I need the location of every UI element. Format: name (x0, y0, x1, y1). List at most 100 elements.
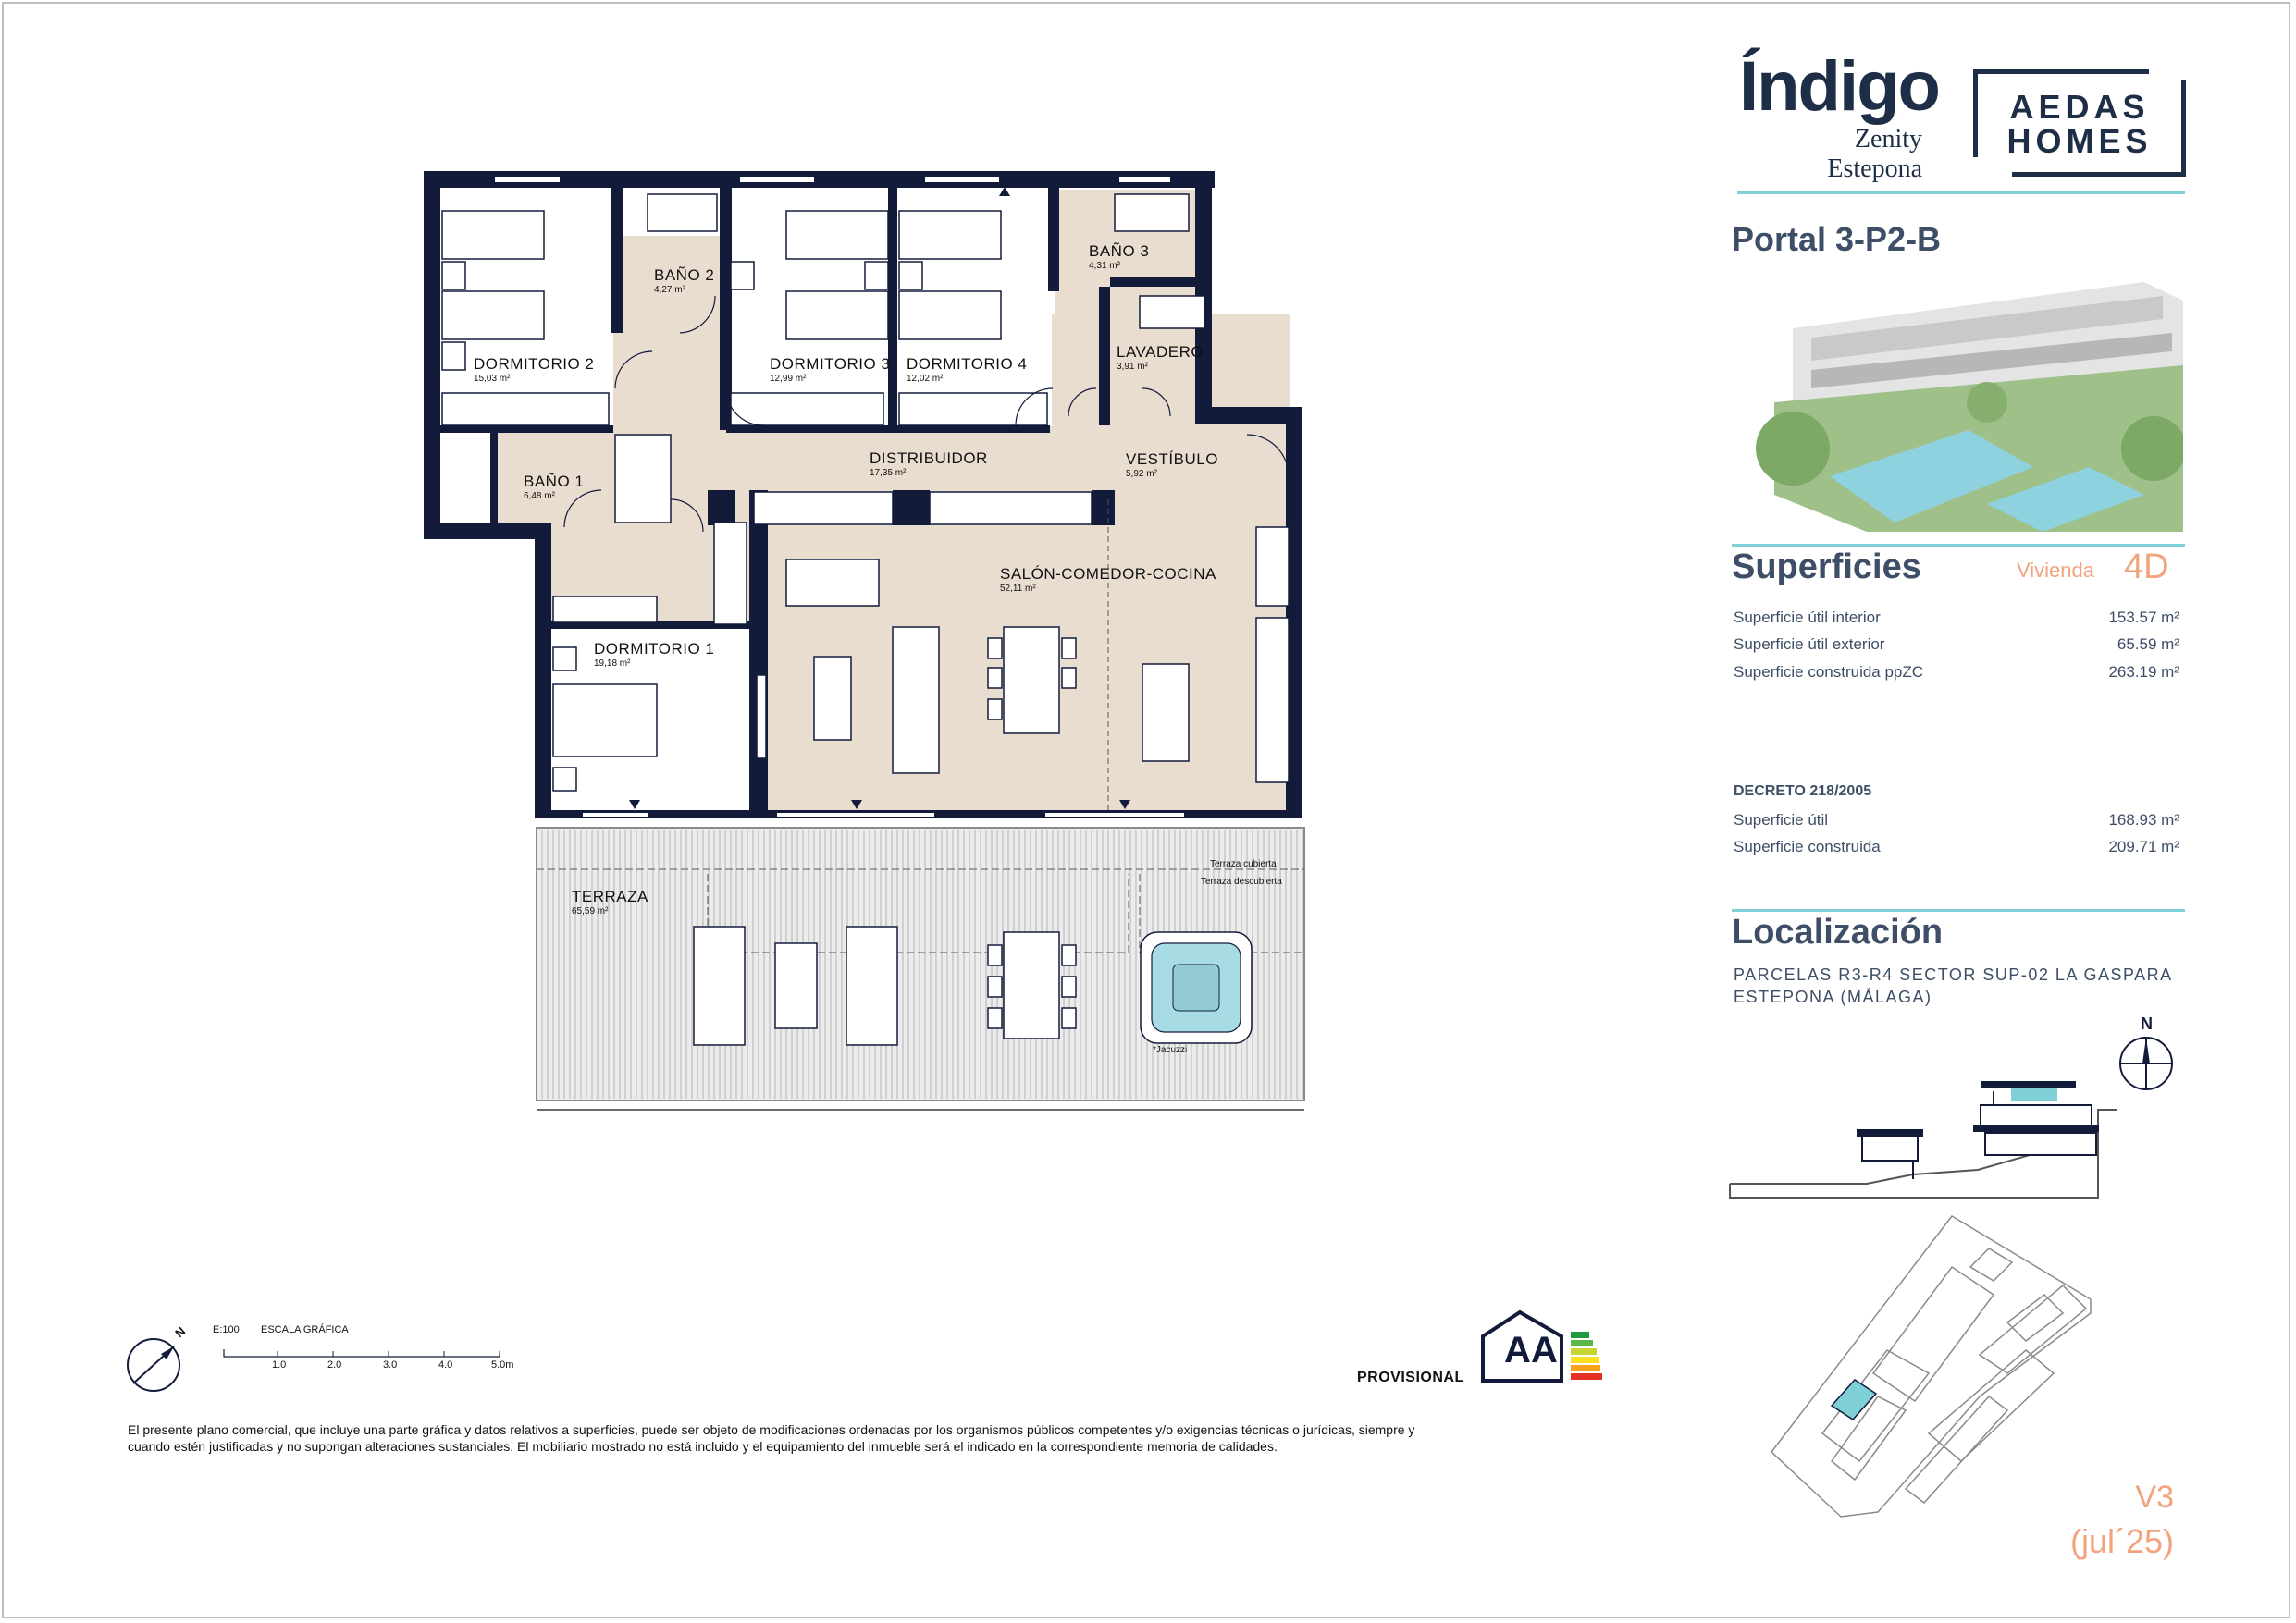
tv-unit (892, 626, 940, 774)
room-label-lavadero: LAVADERO (1117, 343, 1204, 361)
room-label-bano-1: BAÑO 1 (524, 473, 585, 490)
room-area-lavadero: 3,91 m² (1117, 362, 1148, 372)
room-area-terraza: 65,59 m² (572, 906, 609, 916)
room-label-salon-comedor-cocina: SALÓN-COMEDOR-COCINA (1000, 565, 1216, 583)
energy-rating-emissions: A (1531, 1330, 1558, 1371)
room-label-terraza: TERRAZA (572, 888, 648, 905)
coffee-table (813, 656, 852, 741)
dwelling-type-code: 4D (2124, 547, 2169, 586)
sofa (785, 559, 880, 607)
surface-label-3: Superficie construida ppZC (1734, 663, 1924, 681)
scale-ratio: E:100 (213, 1324, 240, 1335)
compass-north: N (2141, 1014, 2153, 1033)
dwelling-type-label: Vivienda (2017, 559, 2094, 582)
note-jacuzzi: *Jacuzzi (1153, 1045, 1188, 1055)
room-area-distribuidor: 17,35 m² (870, 468, 907, 478)
hall-door (756, 674, 767, 759)
kitchen-island (1142, 663, 1190, 762)
building-rendering (1756, 264, 2183, 532)
developer-line-1: AEDAS (2009, 88, 2150, 126)
scale-tick-2: 2.0 (327, 1359, 342, 1371)
wardrobe-d3 (730, 392, 884, 426)
project-line-3: Estepona (1827, 154, 1922, 183)
surface-value-1: 153.57 m² (2108, 609, 2179, 626)
location-line-2: ESTEPONA (MÁLAGA) (1734, 988, 1932, 1006)
location-line-1: PARCELAS R3-R4 SECTOR SUP-02 LA GASPARA (1734, 965, 2173, 984)
unit-title: Portal 3-P2-B (1732, 220, 1942, 258)
disclaimer: El presente plano comercial, que incluye… (128, 1421, 1608, 1455)
room-label-dormitorio-2: DORMITORIO 2 (474, 355, 595, 373)
disclaimer-line-2: cuando estén justificadas y no supongan … (128, 1439, 1278, 1454)
wardrobe-d2 (441, 392, 610, 426)
surface-value-2: 65.59 m² (2117, 635, 2179, 653)
disclaimer-line-1: El presente plano comercial, que incluye… (128, 1422, 1415, 1437)
window-block-2 (929, 491, 1092, 525)
room-bath1-left (438, 439, 493, 523)
room-label-bano-2: BAÑO 2 (654, 266, 715, 284)
project-line-2: Zenity (1854, 125, 1922, 154)
version-code: V3 (2135, 1480, 2174, 1515)
developer-logo (1970, 62, 2195, 179)
room-label-dormitorio-1: DORMITORIO 1 (594, 640, 715, 658)
site-plan (1770, 1215, 2092, 1518)
developer-line-2: HOMES (2006, 122, 2153, 160)
decree-label-1: Superficie útil (1734, 811, 1829, 829)
window-east-1 (1255, 526, 1290, 607)
room-area-dormitorio-4: 12,02 m² (907, 374, 944, 384)
room-label-bano-3: BAÑO 3 (1089, 242, 1150, 260)
scale-tick-1: 1.0 (272, 1359, 287, 1371)
window-east-2 (1255, 617, 1290, 783)
decree-value-2: 209.71 m² (2108, 838, 2179, 855)
room-area-bano-3: 4,31 m² (1089, 261, 1120, 271)
decree-title: DECRETO 218/2005 (1734, 783, 1872, 799)
compass-icon (2119, 1037, 2173, 1090)
room-area-dormitorio-2: 15,03 m² (474, 374, 511, 384)
room-label-dormitorio-3: DORMITORIO 3 (770, 355, 891, 373)
bath3-tub (1114, 193, 1190, 232)
provisional-label: PROVISIONAL (1357, 1370, 1464, 1385)
north-arrow-icon (127, 1338, 180, 1392)
floor-bath1 (490, 430, 611, 536)
decree-value-1: 168.93 m² (2108, 811, 2179, 829)
room-label-vestibulo: VESTÍBULO (1126, 450, 1218, 468)
scale-bar (223, 1349, 500, 1358)
room-label-distribuidor: DISTRIBUIDOR (870, 449, 988, 467)
window-block-1 (753, 491, 894, 525)
room-area-dormitorio-1: 19,18 m² (594, 658, 631, 669)
floor-vestibule (1179, 430, 1295, 495)
surface-label-2: Superficie útil exterior (1734, 635, 1885, 653)
bath1-tub (614, 434, 672, 523)
room-area-vestibulo: 5,92 m² (1126, 469, 1157, 479)
note-terraza-descubierta: Terraza descubierta (1201, 877, 1282, 887)
note-terraza-cubierta: Terraza cubierta (1210, 859, 1277, 869)
wardrobe-hall (713, 522, 747, 625)
laundry-counter (1139, 295, 1205, 329)
room-label-dormitorio-4: DORMITORIO 4 (907, 355, 1028, 373)
room-area-bano-2: 4,27 m² (654, 285, 685, 295)
wardrobe-d1 (552, 596, 658, 623)
section-diagram (1729, 1081, 2117, 1199)
divider-surfaces (1732, 544, 2185, 547)
location-title: Localización (1732, 913, 1944, 952)
scale-tick-4: 4.0 (438, 1359, 453, 1371)
divider-top (1737, 191, 2185, 194)
divider-location (1732, 909, 2185, 912)
energy-rating-icon (1481, 1309, 1602, 1383)
decree-label-2: Superficie construida (1734, 838, 1881, 855)
room-area-bano-1: 6,48 m² (524, 491, 555, 501)
surfaces-title: Superficies (1732, 547, 1921, 586)
project-name: Índigo (1739, 47, 1941, 126)
version-date: (jul´25) (2069, 1522, 2174, 1560)
wardrobe-d4 (898, 392, 1048, 426)
scale-label: ESCALA GRÁFICA (261, 1324, 349, 1335)
scale-tick-3: 3.0 (383, 1359, 398, 1371)
dining-table (1003, 626, 1060, 734)
room-area-dormitorio-3: 12,99 m² (770, 374, 807, 384)
surface-label-1: Superficie útil interior (1734, 609, 1881, 626)
scale-tick-5: 5.0m (491, 1359, 514, 1371)
bath2-tub (647, 193, 718, 232)
room-area-salon-comedor-cocina: 52,11 m² (1000, 584, 1036, 594)
surface-value-3: 263.19 m² (2108, 663, 2179, 681)
